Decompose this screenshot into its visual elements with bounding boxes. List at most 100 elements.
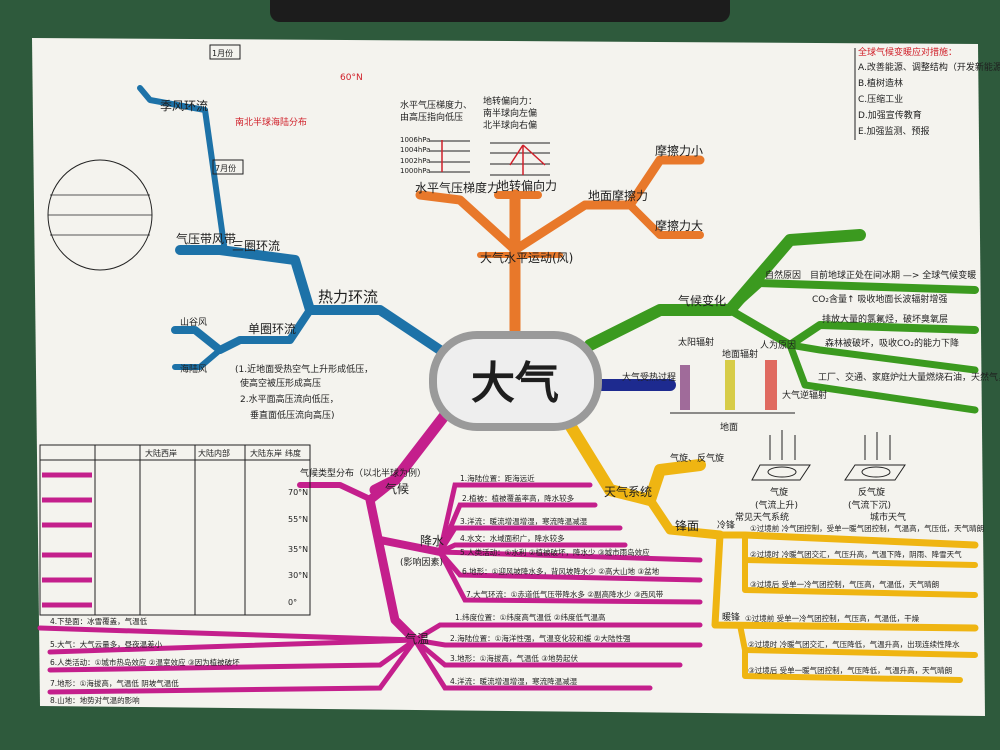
co2-note: CO₂含量↑ 吸收地面长波辐射增强 [812, 293, 947, 305]
climate-branch: 气候 气候类型分布（以北半球为例） 降水 (影响因素) 气温 1.海陆位置：距海… [37, 409, 703, 705]
thermal-circulation-branch: 热力环流 三圈环流 气压带风带 季风环流 单圈环流 山谷风 海陆风 (1.近地面… [47, 44, 445, 421]
coriolis-note-3: 北半球向右偏 [483, 119, 537, 131]
cyclone-sketch [751, 464, 811, 481]
temp-item: 3.地形：①海拔高，气温低 ③地势起伏 [450, 653, 578, 663]
table-header: 纬度 [285, 448, 301, 458]
counter-radiation-label: 大气逆辐射 [782, 389, 827, 401]
month-jul: 7月份 [215, 163, 236, 173]
warming-item: A.改善能源、调整结构（开发新能源） [858, 61, 1000, 73]
center-title: 大气 [471, 358, 559, 409]
human-cause-item: 工厂、交通、家庭炉灶大量燃烧石油，天然气，排放大量CO₂ [818, 371, 1000, 383]
temp-item: 4.洋流：暖流增温增湿，寒流降温减湿 [450, 676, 578, 686]
precip-sub-label: (影响因素) [400, 556, 443, 568]
cyclone-pair-label: 气旋、反气旋 [670, 452, 724, 464]
precip-label: 降水 [420, 534, 444, 548]
human-cause-label: 人为原因 [760, 339, 796, 351]
temp-item: 1.纬度位置：①纬度高气温低 ②纬度低气温高 [455, 612, 606, 622]
cyclone-label: 气旋 [770, 486, 788, 498]
wind-branch: 大气水平运动(风) 水平气压梯度力 地转偏向力 地面摩擦力 摩擦力小 摩擦力大 … [400, 95, 705, 336]
coriolis-note-2: 南半球向左偏 [483, 107, 537, 119]
anticyclone-note: (气流下沉) [848, 499, 891, 511]
solar-arrow [680, 365, 690, 410]
warming-title: 全球气候变暖应对措施： [858, 46, 957, 58]
isobar-4: 1000hPa [400, 167, 430, 175]
heating-label: 大气受热过程 [622, 371, 676, 383]
warm-front-item: ①过境前 受单一冷气团控制，气压高，气温低，干燥 [745, 613, 920, 623]
common-systems-label: 常见天气系统 [735, 511, 789, 523]
center-node: 大气 [429, 331, 602, 431]
thermal-note: 使高空被压形成高压 [240, 377, 321, 389]
temp-label: 气温 [405, 631, 429, 646]
left-temp-item: 4.下垫面：冰雪覆盖，气温低 [50, 616, 148, 626]
wind-label: 大气水平运动(风) [480, 250, 573, 265]
friction-large-label: 摩擦力大 [655, 218, 703, 233]
table-header: 大陆西岸 [145, 448, 177, 458]
thermal-label: 热力环流 [318, 288, 378, 306]
solar-label: 太阳辐射 [678, 336, 714, 348]
dark-object [270, 0, 730, 22]
warming-measures: 全球气候变暖应对措施： A.改善能源、调整结构（开发新能源） B.植树造林 C.… [854, 46, 1000, 140]
pressure-note-1: 水平气压梯度力、 [400, 99, 472, 111]
heating-process-branch: 大气受热过程 太阳辐射 地面辐射 大气逆辐射 地面 [589, 336, 827, 433]
lat-label: 35°N [288, 545, 308, 554]
month-jan: 1月份 [212, 48, 233, 58]
precip-item: 7.大气环流：①赤道低气压带降水多 ②副高降水少 ③西风带 [466, 589, 664, 599]
ground-radiation-label: 地面辐射 [722, 348, 758, 360]
pressure-gradient-label: 水平气压梯度力 [415, 180, 499, 195]
pressure-note-2: 由高压指向低压 [400, 111, 463, 123]
temp-item: 2.海陆位置：①海洋性强，气温变化较和缓 ②大陆性强 [450, 633, 631, 643]
lat-label: 30°N [288, 571, 308, 580]
left-temp-item: 5.大气：大气云量多，昼夜温差小 [50, 639, 163, 649]
thermal-note: 垂直面低压流向高压) [250, 409, 335, 421]
weather-label: 天气系统 [604, 484, 652, 499]
precip-item: 5.人类活动：①水利 ②植被破坏，降水少 ③城市雨岛效应 [460, 547, 650, 557]
land-sea-label: 海陆风 [180, 363, 207, 375]
natural-cause-label: 自然原因 [765, 269, 801, 281]
three-cell-label: 三圈环流 [232, 239, 280, 253]
precip-item: 2.植被：植被覆盖率高，降水较多 [462, 493, 575, 503]
precip-item: 1.海陆位置：距海远近 [460, 473, 535, 483]
counter-radiation-arrow [765, 360, 777, 410]
belt-note: 南北半球海陆分布 [235, 116, 307, 128]
cold-front-item: ②过境时 冷暖气团交汇，气压升高，气温下降，阴雨、降雪天气 [750, 549, 962, 559]
coriolis-label: 地转偏向力 [497, 178, 557, 193]
isobar-3: 1002hPa [400, 157, 430, 165]
cyclone-note: (气流上升) [755, 499, 798, 511]
human-cause-item: 排放大量的氯氟烃，破坏臭氧层 [822, 313, 948, 325]
anticyclone-label: 反气旋 [858, 486, 885, 498]
climate-change-branch: 气候变化 自然原因 目前地球正处在间冰期 —> 全球气候变暖 人为原因 CO₂含… [584, 229, 1000, 414]
single-cell-label: 单圈环流 [248, 322, 296, 336]
warming-item: C.压缩工业 [858, 93, 903, 105]
left-temp-item: 8.山地：地势对气温的影响 [50, 695, 140, 705]
isobar-1: 1006hPa [400, 136, 430, 144]
ground-label: 地面 [720, 421, 738, 433]
left-temp-item: 7.地形：①海拔高，气温低 阴坡气温低 [50, 678, 179, 688]
pressure-belts-label: 气压带风带 [176, 231, 236, 246]
mountain-valley-label: 山谷风 [180, 317, 207, 328]
thermal-note: (1.近地面受热空气上升形成低压， [235, 363, 373, 375]
monsoon-label: 季风环流 [160, 99, 208, 113]
precip-item: 4.水文：水域面积广，降水较多 [460, 533, 565, 543]
climate-type-table [39, 444, 311, 616]
left-temp-item: 6.人类活动：①城市热岛效应 ②温室效应 ③因为植被破坏 [50, 657, 240, 667]
warming-item: B.植树造林 [858, 77, 903, 89]
city-weather-label: 城市天气 [870, 511, 906, 523]
table-header: 大陆东岸 [250, 448, 282, 458]
precip-item: 6.地形：①迎风坡降水多，背风坡降水少 ②高大山地 ③盆地 [462, 566, 660, 576]
anticyclone-sketch [844, 464, 906, 481]
human-cause-item: 森林被破坏，吸收CO₂的能力下降 [825, 337, 959, 349]
climate-label: 气候 [385, 481, 409, 496]
coriolis-note-1: 地转偏向力： [483, 95, 537, 107]
warm-front-item: ③过境后 受单一暖气团控制，气压降低，气温升高，天气晴朗 [748, 665, 952, 675]
warm-front-label: 暖锋 [722, 611, 740, 623]
friction-label: 地面摩擦力 [588, 188, 648, 203]
front-label: 锋面 [675, 519, 699, 533]
precip-item: 3.洋流：暖流增温增湿，寒流降温减湿 [460, 516, 588, 526]
lat-label: 70°N [288, 488, 308, 497]
lat-label: 0° [288, 598, 297, 607]
table-header: 大陆内部 [198, 448, 230, 458]
lat-note: 60°N [340, 73, 363, 83]
lat-label: 55°N [288, 515, 308, 524]
thermal-note: 2.水平面高压流向低压， [240, 393, 339, 405]
